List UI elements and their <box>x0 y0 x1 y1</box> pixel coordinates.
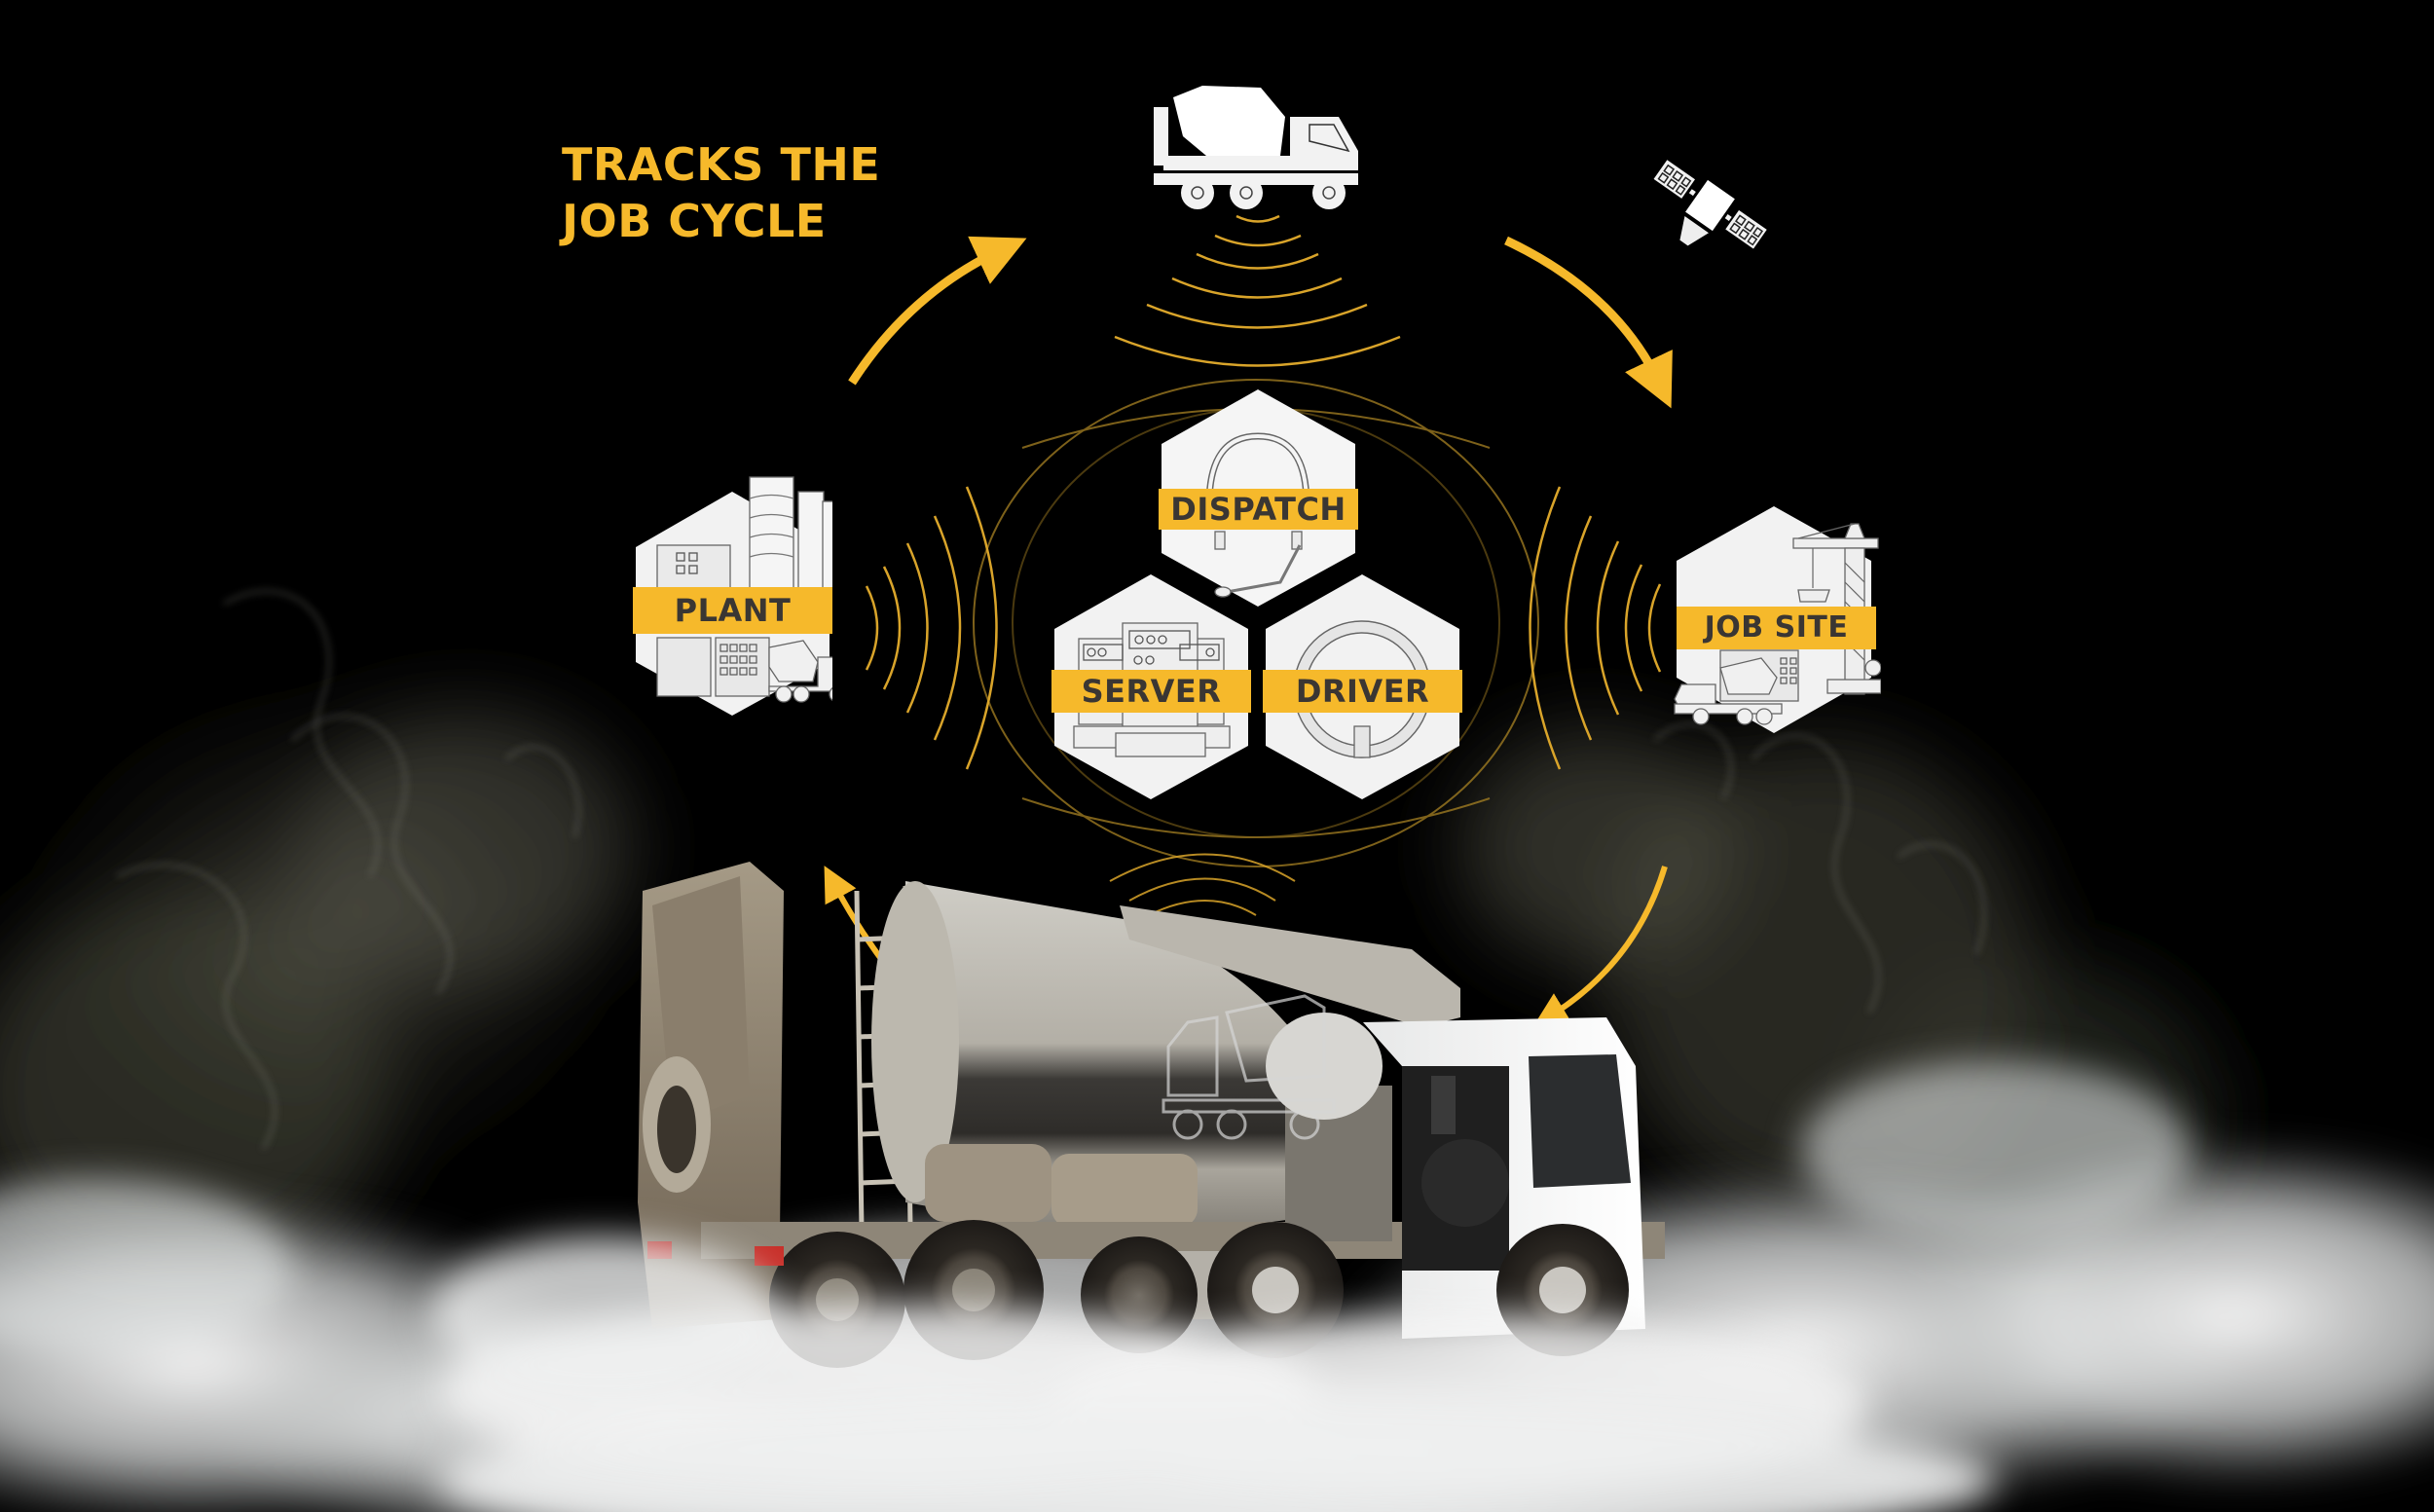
driver-label: DRIVER <box>1295 673 1430 710</box>
plant-label: PLANT <box>674 592 792 629</box>
page-title: TRACKS THE JOB CYCLE <box>562 136 880 249</box>
job-site-label: JOB SITE <box>1704 610 1849 645</box>
server-label-band <box>1051 670 1251 713</box>
satellite-icon <box>1653 160 1767 249</box>
node-job-site: JOB SITE <box>1674 504 1881 733</box>
node-server: SERVER <box>1051 572 1251 801</box>
dispatch-label-band <box>1159 489 1358 530</box>
driver-label-band <box>1263 670 1462 713</box>
title-line-1: TRACKS THE <box>562 138 881 191</box>
node-plant: PLANT <box>633 448 832 720</box>
jobsite-signal-waves <box>1529 486 1662 770</box>
plant-signal-waves <box>865 486 998 770</box>
concrete-mixer-truck-photo <box>638 862 1665 1368</box>
server-label: SERVER <box>1081 673 1222 710</box>
arrow-truck-to-jobsite <box>1504 236 1673 409</box>
arrow-jobsite-to-photo <box>1532 866 1668 1027</box>
dispatch-label: DISPATCH <box>1170 491 1346 528</box>
arrow-plant-to-truck <box>848 236 1027 386</box>
job-site-label-band <box>1677 607 1876 649</box>
node-driver: DRIVER <box>1263 572 1462 801</box>
truck-signal-waves <box>1114 214 1401 367</box>
node-dispatch: DISPATCH <box>1159 387 1358 607</box>
mixer-truck-icon <box>1154 86 1358 209</box>
title-line-2: JOB CYCLE <box>562 195 827 247</box>
plant-label-band <box>633 587 832 634</box>
